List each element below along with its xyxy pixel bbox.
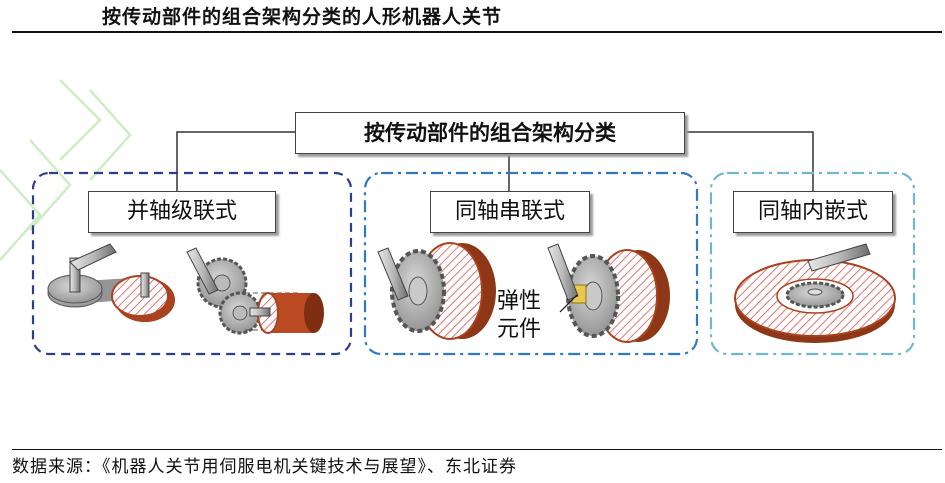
shaft-icon bbox=[807, 243, 871, 272]
group-box-coaxial-series bbox=[363, 171, 699, 356]
connector-lines bbox=[176, 131, 814, 191]
shaft-icon bbox=[186, 247, 219, 295]
top-rule bbox=[12, 31, 942, 33]
motor-cylinder-icon bbox=[249, 292, 324, 334]
group-box-parallel bbox=[31, 171, 353, 356]
elastic-element-label-line1: 弹性 bbox=[497, 289, 542, 314]
category-label-parallel-cascade: 并轴级联式 bbox=[88, 191, 276, 233]
bottom-rule bbox=[12, 449, 942, 450]
coaxial-embedded-illustration bbox=[734, 243, 896, 343]
coaxial-series-illustration bbox=[377, 242, 670, 343]
watermark-chevrons bbox=[0, 79, 132, 261]
shaft-icon bbox=[69, 243, 117, 293]
category-label-coaxial-series: 同轴串联式 bbox=[430, 191, 590, 233]
category-label-coaxial-embedded: 同轴内嵌式 bbox=[733, 191, 893, 233]
page-title: 按传动部件的组合架构分类的人形机器人关节 bbox=[102, 6, 503, 28]
elastic-element-label-line2: 元件 bbox=[497, 317, 542, 342]
source-note: 数据来源：《机器人关节用伺服电机关键技术与展望》、东北证券 bbox=[12, 457, 517, 477]
shaft-icon bbox=[377, 247, 409, 301]
gear-icon bbox=[566, 254, 620, 338]
root-category-label: 按传动部件的组合架构分类 bbox=[295, 112, 685, 154]
gear-icon bbox=[785, 281, 845, 309]
motor-disk-icon bbox=[111, 275, 175, 322]
elastic-element-label: 弹性 元件 bbox=[497, 288, 542, 344]
parallel-axis-illustration bbox=[47, 243, 324, 335]
annotation-leader bbox=[559, 294, 578, 313]
gear-icon bbox=[390, 249, 446, 333]
group-box-coaxial-embedded bbox=[709, 171, 916, 356]
shaft-icon bbox=[547, 243, 579, 301]
